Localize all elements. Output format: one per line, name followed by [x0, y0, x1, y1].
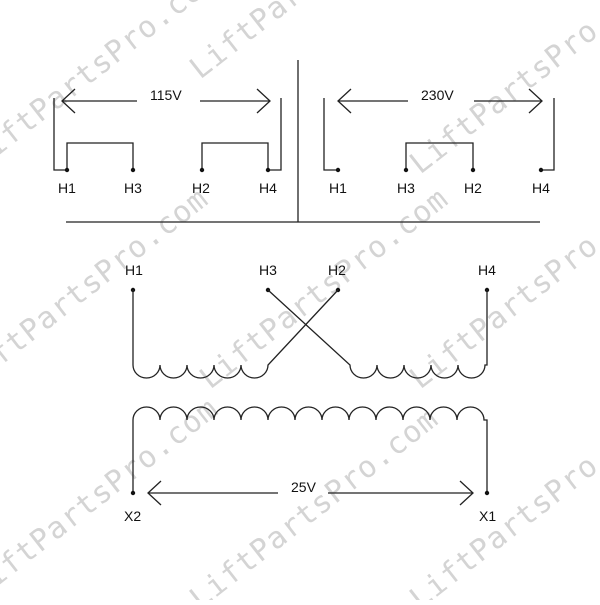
primary-windings: H1 H3 H2 H4 [125, 262, 496, 379]
panel-115v: 115V H1 H3 H2 H4 [53, 87, 282, 196]
secondary-winding: 25V X2 X1 [124, 406, 496, 524]
watermark: LiftPartsPro.com [183, 401, 445, 600]
terminal-label: H1 [125, 262, 143, 278]
jumper-h2-h4-bar [201, 142, 269, 170]
terminal-dot [199, 167, 205, 173]
terminal-dot [130, 490, 136, 496]
terminal-label: H1 [58, 180, 76, 196]
terminal-label: X2 [124, 508, 141, 524]
terminal-label: H1 [329, 180, 347, 196]
jumper-h3-h2 [405, 142, 474, 170]
terminal-label: H2 [464, 180, 482, 196]
terminal-label: X1 [479, 508, 496, 524]
lead-h4 [541, 98, 555, 171]
terminal-dot [130, 167, 136, 173]
terminal-dot [403, 167, 409, 173]
terminal-dot [470, 167, 476, 173]
terminal-label: H4 [259, 180, 277, 196]
lead-h1 [323, 98, 338, 171]
terminal-label: H2 [192, 180, 210, 196]
jumper-h2-h4 [268, 98, 282, 171]
terminal-dot [64, 167, 70, 173]
jumper-h1-h3 [53, 98, 67, 171]
panel-230v: 230V H1 H3 H2 H4 [323, 87, 555, 196]
jumper-h1-h3-bar [66, 142, 134, 170]
watermark: LiftPartsPro.com [0, 181, 215, 396]
terminal-label: H4 [532, 180, 550, 196]
watermark: LiftPartsPro.com [0, 391, 225, 600]
terminal-dot [484, 490, 490, 496]
primary-coil-left [132, 289, 339, 379]
terminal-dot [265, 167, 271, 173]
watermark: LiftPartsPro.com [0, 0, 225, 176]
arrow-right-icon [528, 88, 543, 114]
voltage-label-230v: 230V [421, 87, 454, 103]
terminal-label: H3 [124, 180, 142, 196]
terminal-label: H3 [397, 180, 415, 196]
secondary-coil [132, 406, 488, 493]
terminal-label: H2 [328, 262, 346, 278]
voltage-label-25v: 25V [291, 479, 317, 495]
primary-coil-right [267, 289, 488, 379]
terminal-label: H4 [478, 262, 496, 278]
terminal-dot [335, 167, 341, 173]
voltage-label-115v: 115V [150, 87, 182, 103]
arrow-right-icon [256, 88, 271, 114]
terminal-dot [538, 167, 544, 173]
terminal-label: H3 [259, 262, 277, 278]
arrow-right-icon [459, 480, 474, 506]
watermark: LiftPartsPro.com [183, 0, 445, 86]
